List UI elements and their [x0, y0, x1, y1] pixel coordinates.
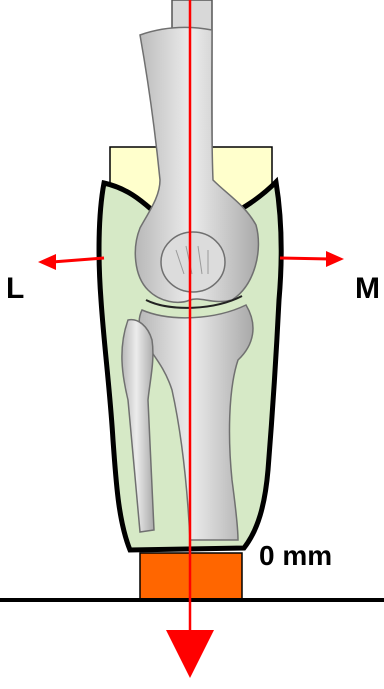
lateral-arrow-line [52, 258, 104, 262]
medial-arrowhead [326, 251, 344, 267]
lateral-label: L [6, 274, 24, 304]
medial-label: M [355, 274, 380, 304]
load-axis-arrowhead [166, 630, 214, 678]
lateral-arrowhead [38, 254, 56, 270]
patella-bone [161, 232, 225, 292]
medial-arrow-line [280, 258, 330, 259]
offset-label: 0 mm [259, 542, 332, 570]
